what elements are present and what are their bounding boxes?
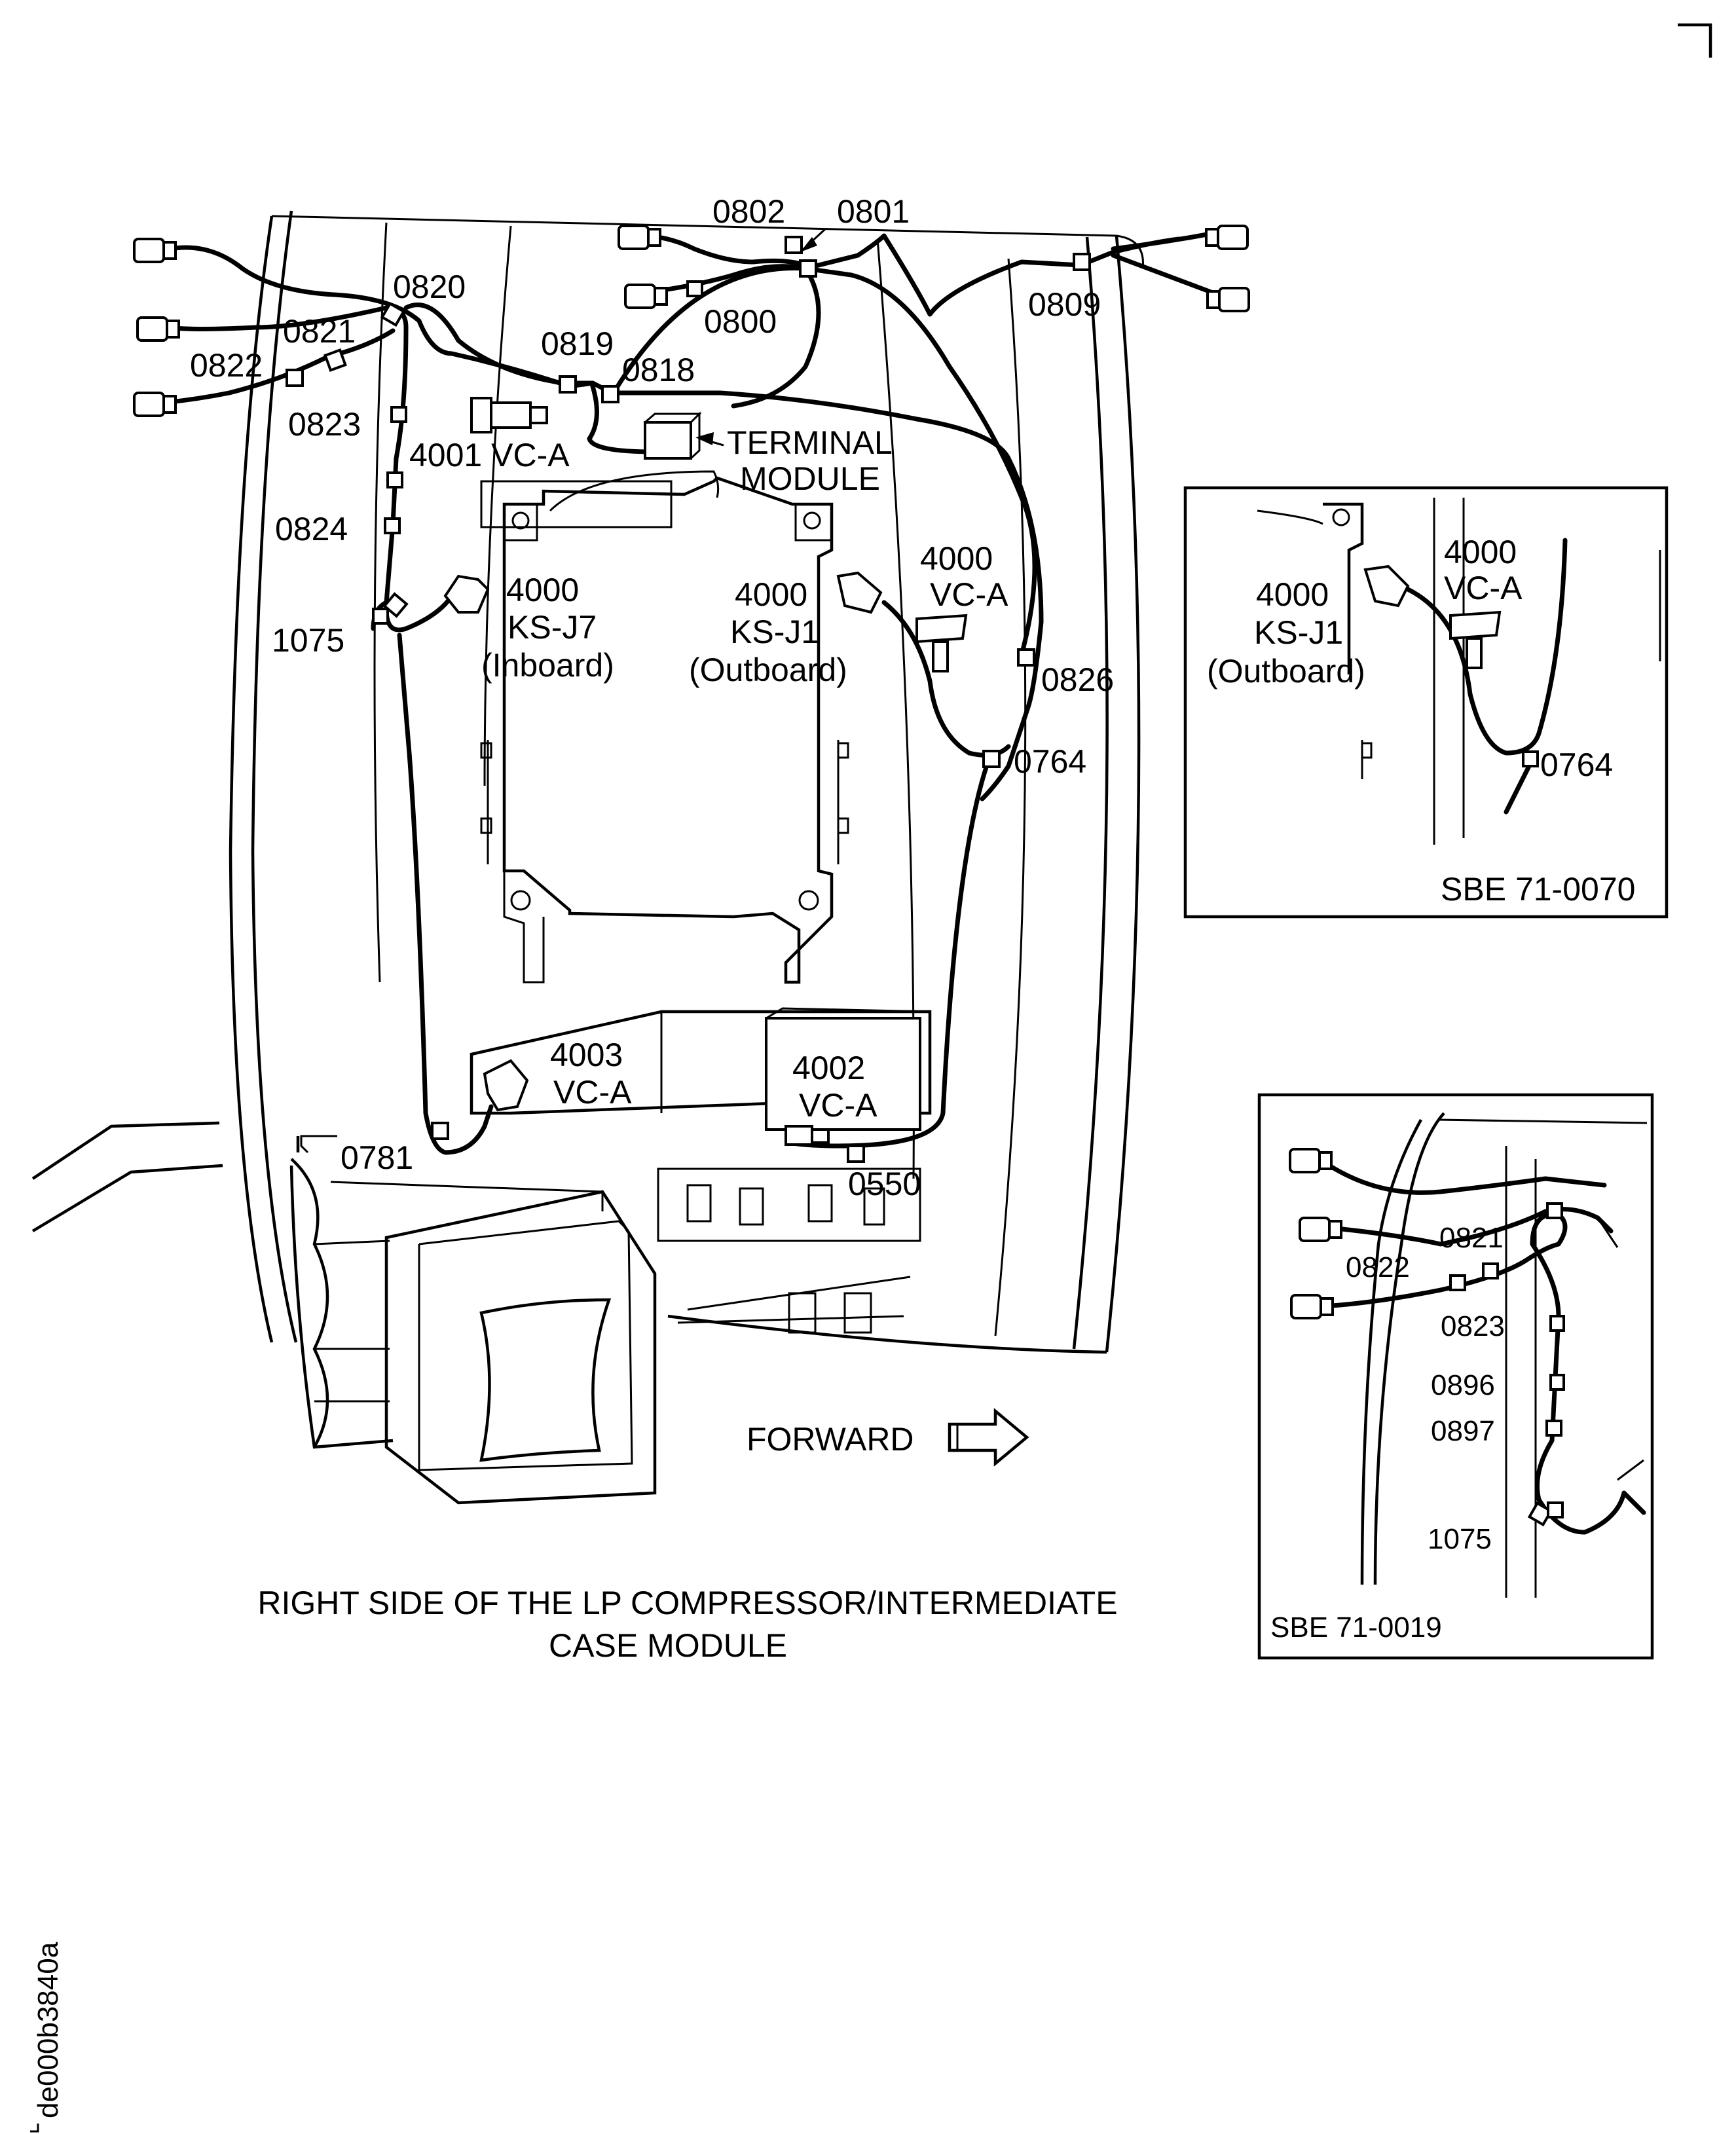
- svg-text:de000b3840a: de000b3840a: [32, 1941, 64, 2118]
- splice-markers: [286, 236, 1091, 1163]
- sensor-mounting-plate: [480, 470, 849, 984]
- inset-bottom-callout-1075: 1075: [1428, 1523, 1492, 1555]
- connector-plug-icon: [1205, 225, 1249, 250]
- inset-bottom-ref: SBE 71-0019: [1270, 1611, 1442, 1644]
- crop-mark: [1678, 23, 1712, 58]
- ks-j7-label: 4000: [506, 572, 579, 608]
- harness-connectors: [133, 225, 1250, 1146]
- ks-j1-label: (Outboard): [689, 652, 847, 688]
- connector-plug-icon: [1299, 1217, 1342, 1242]
- inset-bottom-callout-0897: 0897: [1431, 1415, 1495, 1447]
- inset-top-callout-0764: 0764: [1540, 746, 1613, 783]
- connector-plug-icon: [624, 284, 668, 309]
- vc-connector-icon: [785, 1125, 830, 1146]
- connector-plug-icon: [618, 225, 661, 250]
- inset-top-ref: SBE 71-0070: [1441, 871, 1635, 908]
- callout-0819: 0819: [541, 325, 614, 362]
- callout-0822: 0822: [190, 347, 263, 384]
- elbow-connector-icon: [836, 571, 883, 614]
- callout-0824: 0824: [275, 511, 348, 547]
- engine-case-outline: [31, 210, 1144, 1354]
- caption: CASE MODULE: [549, 1627, 787, 1664]
- inset-top-vc-label: 4000: [1444, 534, 1517, 570]
- vc-4003-label: 4003: [550, 1037, 623, 1073]
- callout-0764: 0764: [1014, 743, 1086, 780]
- callout-labels: 0802 0801 0800 0809 0820 0821 0822 0819 …: [190, 193, 1118, 1664]
- vc-4003-label: VC-A: [553, 1074, 632, 1111]
- elbow-connector-icon: [483, 1059, 529, 1112]
- inset-bottom-callout-0821: 0821: [1439, 1222, 1504, 1254]
- elbow-connector-icon: [443, 574, 490, 614]
- forward-label: FORWARD: [747, 1421, 914, 1458]
- inset-bottom-callout-0896: 0896: [1431, 1369, 1495, 1401]
- ks-j1-label: KS-J1: [730, 614, 819, 650]
- ks-j1-label: 4000: [735, 576, 807, 613]
- callout-0820: 0820: [393, 268, 466, 305]
- callout-0800: 0800: [704, 303, 777, 340]
- figure-id: de000b3840a: [30, 1941, 64, 2133]
- vc-4002-label: VC-A: [799, 1087, 877, 1124]
- callout-0550: 0550: [848, 1166, 921, 1202]
- callout-0821: 0821: [283, 313, 356, 350]
- ks-j7-label: KS-J7: [508, 609, 597, 646]
- gearbox-housing: [289, 1136, 657, 1505]
- connector-plug-icon: [1289, 1148, 1333, 1173]
- connector-plug-icon: [1290, 1294, 1334, 1319]
- inset-sbe-71-0070: 4000 VC-A 4000 KS-J1 (Outboard) 0764 SBE…: [1183, 486, 1669, 919]
- connector-plug-icon: [136, 316, 180, 342]
- callout-0801: 0801: [837, 193, 910, 230]
- inset-top-ks-label: (Outboard): [1207, 653, 1365, 690]
- vc-connector-icon: [915, 614, 968, 672]
- lower-brackets: [470, 1007, 932, 1334]
- connector-plug-icon: [470, 397, 548, 433]
- inset-top-ks-label: 4000: [1256, 576, 1329, 613]
- vc-4002-label: 4002: [792, 1050, 865, 1086]
- callout-0818: 0818: [622, 352, 695, 388]
- connector-plug-icon: [133, 392, 177, 417]
- terminal-module-icon: [644, 411, 702, 460]
- connector-plug-icon: [1206, 287, 1250, 312]
- callout-1075: 1075: [272, 622, 344, 659]
- vc-4000-label: 4000: [920, 540, 993, 577]
- inset-top-ks-label: KS-J1: [1254, 614, 1343, 651]
- inset-bottom-callout-0823: 0823: [1441, 1310, 1505, 1342]
- inset-bottom-callout-0822: 0822: [1346, 1251, 1410, 1283]
- forward-arrow-icon: [948, 1408, 1029, 1467]
- inset-sbe-71-0019: 0821 0822 0823 0896 0897 1075 SBE 71-001…: [1257, 1093, 1654, 1660]
- callout-0826: 0826: [1041, 661, 1114, 698]
- connector-plug-icon: [133, 238, 177, 263]
- vc-4000-label: VC-A: [930, 576, 1008, 613]
- vc-4001-label: 4001 VC-A: [409, 437, 570, 473]
- callout-0809: 0809: [1028, 286, 1101, 323]
- ks-j7-label: (Inboard): [481, 647, 614, 684]
- callout-0802: 0802: [712, 193, 785, 230]
- callout-0781: 0781: [341, 1139, 413, 1176]
- caption: RIGHT SIDE OF THE LP COMPRESSOR/INTERMED…: [257, 1585, 1117, 1621]
- inset-top-vc-label: VC-A: [1444, 570, 1523, 606]
- terminal-module-label: MODULE: [740, 460, 880, 497]
- callout-0823: 0823: [288, 406, 361, 443]
- leader-arrows: [695, 228, 826, 447]
- terminal-module-label: TERMINAL: [727, 424, 893, 461]
